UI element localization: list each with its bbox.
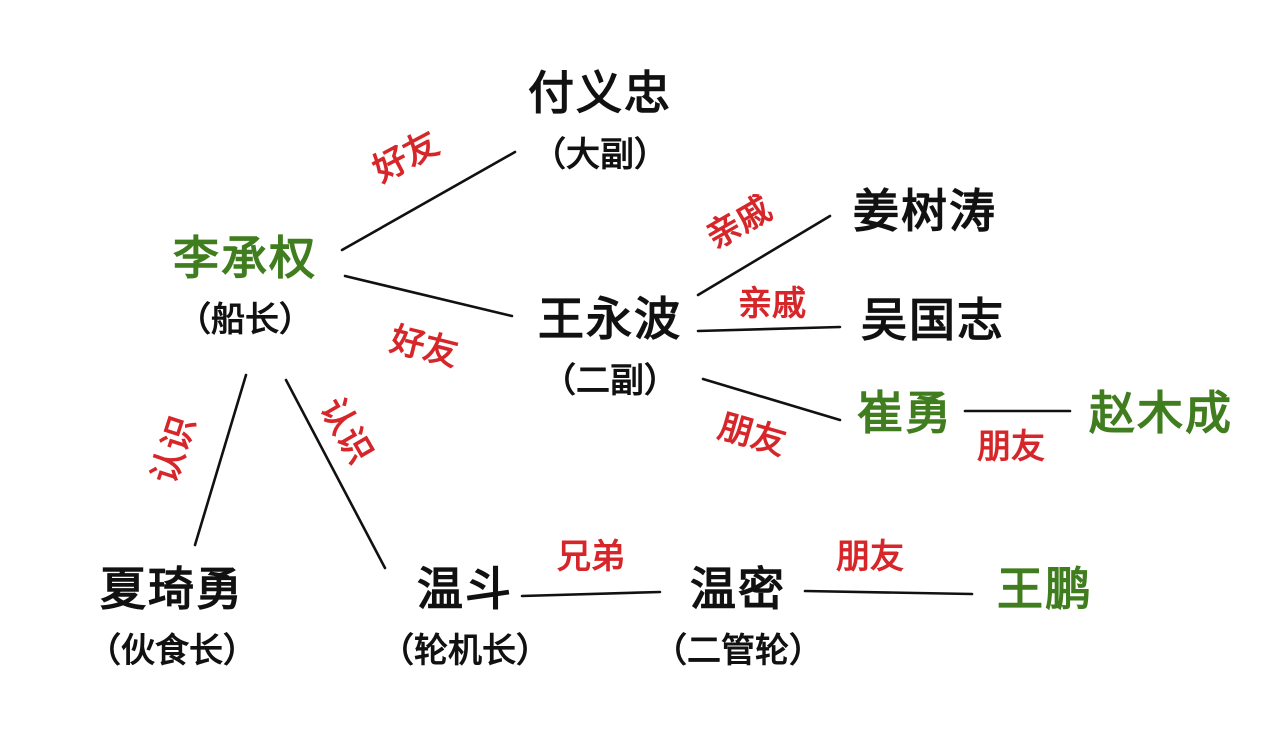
node-wang-yongbo: 王永波 （二副） bbox=[510, 296, 710, 398]
name-cui-yong: 崔勇 bbox=[857, 386, 953, 440]
name-wen-dou: 温斗 bbox=[417, 562, 513, 616]
relation-wendou-wenmi: 兄弟 bbox=[557, 537, 625, 577]
relation-cui-zhao: 朋友 bbox=[977, 427, 1045, 467]
node-zhao-mucheng: 赵木成 bbox=[1066, 390, 1256, 436]
role-wen-dou: （轮机长） bbox=[380, 631, 550, 671]
relation-wenmi-wangpeng: 朋友 bbox=[836, 537, 904, 577]
edge-wang-wu bbox=[696, 325, 842, 333]
name-wu-guozhi: 吴国志 bbox=[861, 293, 1005, 347]
node-wu-guozhi: 吴国志 bbox=[838, 297, 1028, 343]
edge-li-wendou bbox=[284, 378, 387, 570]
node-cui-yong: 崔勇 bbox=[840, 390, 970, 436]
edge-wang-cui bbox=[701, 377, 842, 422]
edge-li-xia bbox=[193, 373, 248, 547]
role-fu-yizhong: （大副） bbox=[532, 135, 668, 175]
node-wen-dou: 温斗 （轮机长） bbox=[365, 566, 565, 668]
node-li-chengquan: 李承权 （船长） bbox=[145, 235, 345, 337]
node-jiang-shutao: 姜树涛 bbox=[830, 188, 1020, 234]
name-wang-peng: 王鹏 bbox=[997, 562, 1093, 616]
name-xia-qiyong: 夏琦勇 bbox=[100, 562, 244, 616]
edge-li-fu bbox=[340, 150, 517, 252]
role-wang-yongbo: （二副） bbox=[542, 361, 678, 401]
node-fu-yizhong: 付义忠 （大副） bbox=[500, 70, 700, 172]
node-wen-mi: 温密 （二管轮） bbox=[638, 566, 838, 668]
edge-wang-jiang bbox=[696, 214, 832, 297]
role-li-chengquan: （船长） bbox=[177, 300, 313, 340]
node-xia-qiyong: 夏琦勇 （伙食长） bbox=[72, 566, 272, 668]
relation-wang-wu: 亲戚 bbox=[738, 284, 806, 324]
role-wen-mi: （二管轮） bbox=[653, 631, 823, 671]
name-li-chengquan: 李承权 bbox=[173, 231, 317, 285]
name-wen-mi: 温密 bbox=[690, 562, 786, 616]
edge-wendou-wenmi bbox=[520, 590, 662, 598]
name-jiang-shutao: 姜树涛 bbox=[853, 184, 997, 238]
edge-li-wang bbox=[343, 274, 514, 318]
role-xia-qiyong: （伙食长） bbox=[87, 631, 257, 671]
name-wang-yongbo: 王永波 bbox=[538, 292, 682, 346]
name-fu-yizhong: 付义忠 bbox=[528, 66, 672, 120]
name-zhao-mucheng: 赵木成 bbox=[1089, 386, 1233, 440]
node-wang-peng: 王鹏 bbox=[975, 566, 1115, 612]
edge-wenmi-wangpeng bbox=[803, 589, 974, 596]
